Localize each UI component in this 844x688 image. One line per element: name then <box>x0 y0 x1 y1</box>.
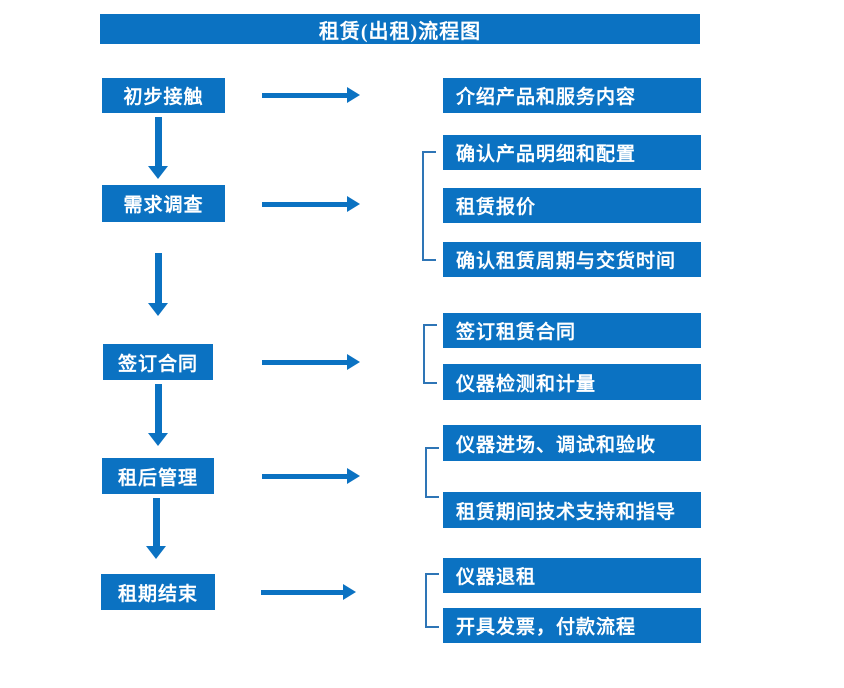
output-box-instrument-return: 仪器退租 <box>443 558 701 593</box>
bracket-demand-survey-group <box>422 151 436 261</box>
down-arrow-shaft <box>154 253 162 303</box>
right-arrow-head <box>347 468 360 484</box>
output-box-invoice-payment: 开具发票，付款流程 <box>443 608 701 643</box>
right-arrow-head <box>343 584 356 600</box>
down-arrow-head <box>146 546 166 559</box>
right-arrow-3 <box>262 354 360 370</box>
output-box-instrument-entry-acceptance: 仪器进场、调试和验收 <box>443 425 701 461</box>
down-arrow-head <box>148 303 168 316</box>
output-box-rental-quote: 租赁报价 <box>443 188 701 223</box>
right-arrow-5 <box>261 584 356 600</box>
right-arrow-shaft <box>262 473 347 479</box>
right-arrow-head <box>347 354 360 370</box>
right-arrow-2 <box>262 196 360 212</box>
down-arrow-1 <box>147 117 169 179</box>
stage-box-demand-survey: 需求调查 <box>102 185 225 222</box>
down-arrow-shaft <box>152 498 160 546</box>
right-arrow-shaft <box>262 92 347 98</box>
output-box-introduce-products: 介绍产品和服务内容 <box>443 78 701 113</box>
flowchart-title: 租赁(出租)流程图 <box>100 14 700 44</box>
down-arrow-shaft <box>154 384 162 433</box>
right-arrow-shaft <box>261 589 343 595</box>
bracket-rental-end-group <box>425 573 439 628</box>
stage-box-sign-contract: 签订合同 <box>103 344 213 380</box>
down-arrow-head <box>148 433 168 446</box>
stage-box-post-rental-management: 租后管理 <box>102 458 214 494</box>
output-box-sign-rental-contract: 签订租赁合同 <box>443 313 701 348</box>
right-arrow-4 <box>262 468 360 484</box>
right-arrow-shaft <box>262 201 347 207</box>
down-arrow-4 <box>145 498 167 559</box>
bracket-post-rental-group <box>425 447 439 498</box>
down-arrow-3 <box>147 384 169 446</box>
down-arrow-2 <box>147 253 169 316</box>
right-arrow-shaft <box>262 359 347 365</box>
down-arrow-shaft <box>154 117 162 166</box>
right-arrow-head <box>347 87 360 103</box>
right-arrow-head <box>347 196 360 212</box>
stage-box-rental-end: 租期结束 <box>101 574 215 610</box>
down-arrow-head <box>148 166 168 179</box>
bracket-sign-contract-group <box>423 324 437 384</box>
output-box-instrument-inspection: 仪器检测和计量 <box>443 364 701 400</box>
output-box-technical-support: 租赁期间技术支持和指导 <box>443 492 701 528</box>
stage-box-initial-contact: 初步接触 <box>102 78 225 113</box>
output-box-confirm-rental-period: 确认租赁周期与交货时间 <box>443 242 701 277</box>
right-arrow-1 <box>262 87 360 103</box>
output-box-confirm-product-details: 确认产品明细和配置 <box>443 135 701 170</box>
